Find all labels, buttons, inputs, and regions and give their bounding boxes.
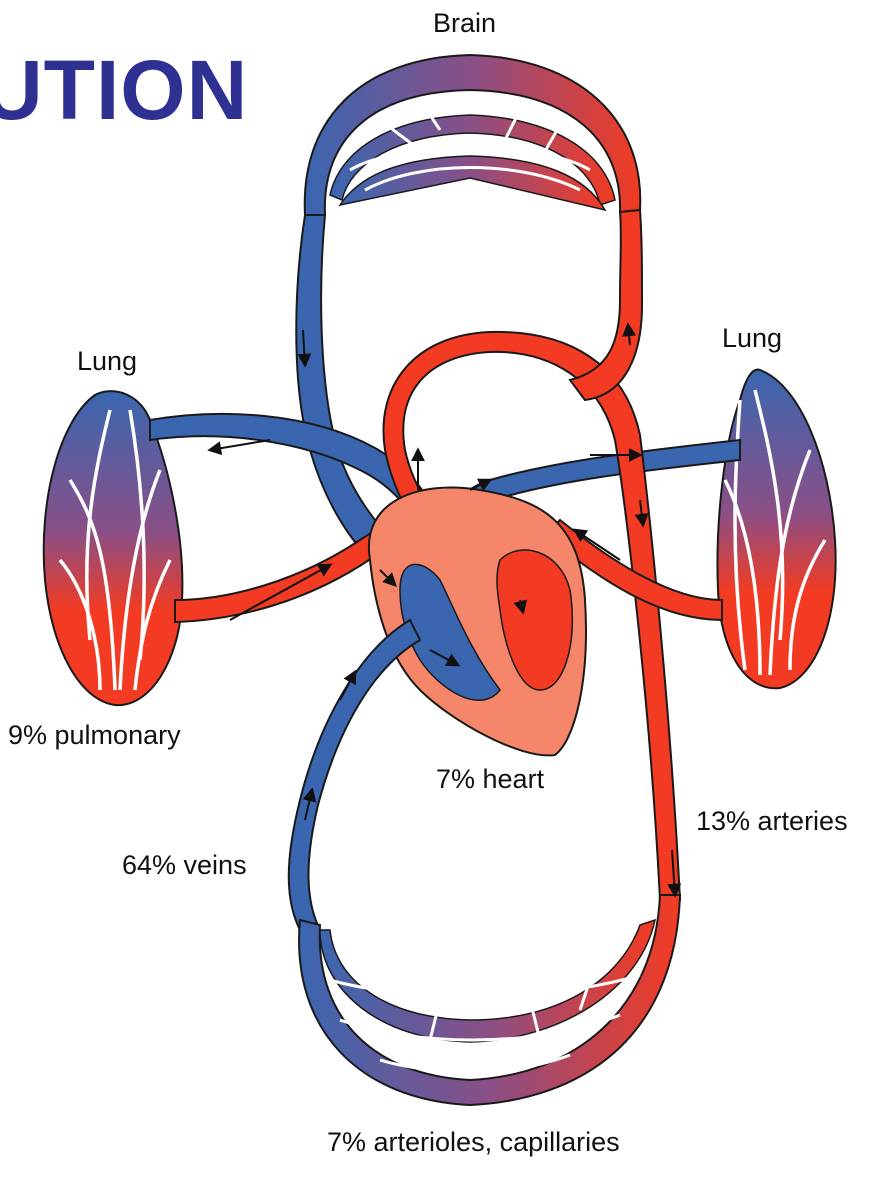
label-brain: Brain <box>433 10 496 37</box>
body-capillary-bed <box>299 895 680 1105</box>
inferior-vena-cava <box>289 620 420 930</box>
label-lung-left: Lung <box>77 348 137 375</box>
brain-capillary-bed <box>305 55 641 215</box>
label-heart: 7% heart <box>436 766 544 793</box>
label-arteries: 13% arteries <box>696 808 848 835</box>
label-lung-right: Lung <box>722 325 782 352</box>
label-veins: 64% veins <box>122 852 247 879</box>
right-lung <box>717 370 835 689</box>
label-arterioles-capillaries: 7% arterioles, capillaries <box>327 1129 620 1156</box>
heart <box>369 488 586 756</box>
page-title: UTION <box>0 48 248 132</box>
label-pulmonary: 9% pulmonary <box>8 722 181 749</box>
